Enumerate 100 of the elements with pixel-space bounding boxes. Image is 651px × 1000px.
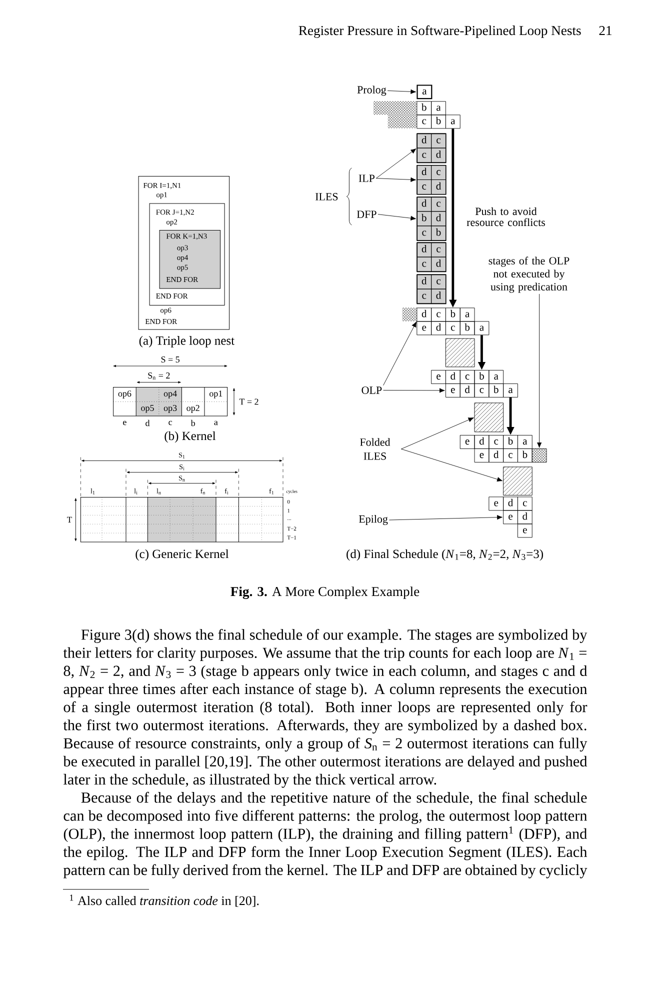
dimension-label: T xyxy=(67,516,72,522)
stage-cell: a xyxy=(416,84,432,100)
pattern-label: Prolog xyxy=(357,86,386,96)
operation-label: op4 xyxy=(164,390,177,398)
footnote: $^{1}$ Also called transition code in [20]. xyxy=(70,894,259,907)
stage-cell: c xyxy=(416,114,432,129)
stage-letter: b xyxy=(190,420,195,426)
leader-line xyxy=(537,294,542,448)
leader-line xyxy=(400,448,503,482)
stage-cell: b xyxy=(446,308,460,322)
stage-cell: d xyxy=(416,274,432,290)
running-head: Register Pressure in Software-Pipelined Loop Nests xyxy=(298,25,581,38)
stage-letter: e xyxy=(123,420,126,426)
stage-cell: b xyxy=(518,448,532,462)
leader-line xyxy=(388,515,502,520)
paragraph: Figure 3(d) shows the final schedule of our example. The stages are symbolized by their letters for clarity purposes. We assume that the trip counts for each loop are N$_{1}$ = 8, N$_{2}$ = 2, and N$_{3}$ = 3 (stage b appears only twice in each column, and stages c and d appear three times after each instance of stage b). A column represents the execution of a single outermost iteration (8 total). Both inner loops are represented only for the first two outermost iterations. Afterwards, they are symbolized by a dashed box. Because of resource constraints, only a group of S$_{n}$ = 2 outermost iterations can fully be executed in parallel [20,19]. The other outermost iterations are delayed and pushed later in the schedule, as illustrated by the thick vertical arrow. xyxy=(63,628,588,788)
stage-cell: a xyxy=(474,321,490,336)
subfigure-caption: (b) Kernel xyxy=(164,431,216,443)
stage-cell: e xyxy=(474,448,490,462)
stage-cell: d xyxy=(416,242,432,258)
leader-line xyxy=(376,177,416,182)
crosshatched-area xyxy=(388,114,417,128)
stage-letter: d xyxy=(146,420,150,426)
stage-cell: c xyxy=(431,165,446,180)
crosshatched-area xyxy=(532,448,547,462)
stage-cell: d xyxy=(503,496,518,511)
pattern-label: OLP xyxy=(362,386,382,394)
stage-cell: d xyxy=(416,308,432,322)
stage-cell: c xyxy=(431,308,446,322)
stage-cell: e xyxy=(460,435,475,449)
stage-cell: d xyxy=(431,288,446,304)
stage-cell: d xyxy=(431,256,446,272)
stage-cell: b xyxy=(503,435,518,449)
dimension-label: T = 2 xyxy=(239,398,258,405)
page-number: 21 xyxy=(599,26,612,35)
operation-label: op6 xyxy=(118,390,132,398)
hatched-box xyxy=(474,402,504,432)
stage-cell: c xyxy=(431,196,446,212)
stage-cell: d xyxy=(446,370,460,384)
stage-cell: b xyxy=(488,384,504,398)
pattern-label: ILP xyxy=(358,174,375,182)
stage-cell: d xyxy=(416,133,432,148)
stage-cell: d xyxy=(416,196,432,212)
stage-cell: d xyxy=(460,384,475,398)
dimension-label: S$_{n}$ = 2 xyxy=(148,372,170,380)
operation-label: op1 xyxy=(210,390,222,398)
crosshatched-area xyxy=(373,101,417,115)
stage-cell: d xyxy=(431,148,446,163)
stage-cell: c xyxy=(474,384,490,398)
leader-line xyxy=(400,418,474,450)
stage-cell: b xyxy=(474,370,490,384)
stage-cell: d xyxy=(518,510,532,524)
stage-cell: e xyxy=(488,496,504,511)
subfigure-caption: (c) Generic Kernel xyxy=(136,549,229,561)
pattern-label: DFP xyxy=(356,210,376,218)
stage-cell: c xyxy=(518,496,532,511)
stage-cell: c xyxy=(446,321,460,336)
pattern-label: ILES xyxy=(315,193,338,200)
stage-cell: c xyxy=(416,256,432,272)
stage-cell: c xyxy=(460,370,475,384)
stage-cell: a xyxy=(518,435,532,449)
pattern-label: Epilog xyxy=(358,515,388,525)
operation-label: op2 xyxy=(186,404,200,413)
leader-line xyxy=(383,388,445,393)
stage-cell: c xyxy=(416,180,432,194)
dimension-label: S = 5 xyxy=(161,356,180,363)
stage-cell: b xyxy=(416,101,432,116)
stage-cell: c xyxy=(431,242,446,258)
stage-cell: b xyxy=(416,211,432,226)
stage-cell: e xyxy=(431,370,446,384)
stage-cell: a xyxy=(460,308,475,322)
stage-cell: c xyxy=(431,274,446,290)
stage-cell: c xyxy=(416,226,432,241)
annotation: stages of the OLP not executed by using predication xyxy=(488,256,570,293)
annotation: Push to avoid resource conflicts xyxy=(466,207,545,226)
stage-cell: a xyxy=(446,114,460,129)
crosshatched-area xyxy=(402,308,417,322)
stage-cell: d xyxy=(431,211,446,226)
stage-cell: d xyxy=(474,435,490,449)
stage-cell: a xyxy=(503,384,518,398)
stage-cell: e xyxy=(446,384,460,398)
stage-cell: c xyxy=(416,148,432,163)
subfigure-caption: (d) Final Schedule (N$_{1}$=8, N$_{2}$=2, N$_{3}$=3) xyxy=(346,549,544,561)
hatched-box xyxy=(445,338,475,368)
stage-cell: a xyxy=(431,101,446,116)
stage-letter: c xyxy=(168,420,172,426)
stage-cell: c xyxy=(503,448,518,462)
operation-label: op3 xyxy=(164,404,177,413)
stage-cell: c xyxy=(431,133,446,148)
stage-cell: d xyxy=(431,321,446,336)
stage-cell: e xyxy=(416,321,432,336)
paragraph: Because of the delays and the repetitive nature of the schedule, the final schedule can be decomposed into five different patterns: the prolog, the outermost loop pattern (OLP), the innermost loop pattern (ILP), the draining and filling pattern$^{1}$ (DFP), and the epilog. The ILP and DFP form the Inner Loop Execution Segment (ILES). Each pattern can be fully derived from the kernel. The ILP and DFP are obtained by cyclicly xyxy=(63,792,588,878)
subfigure-caption: (a) Triple loop nest xyxy=(139,336,234,348)
stage-cell: d xyxy=(488,448,504,462)
hatched-box xyxy=(502,466,532,496)
stage-cell: e xyxy=(503,510,518,524)
leader-line xyxy=(387,89,416,94)
stage-cell: c xyxy=(416,288,432,304)
leader-line xyxy=(376,148,416,179)
leader-line xyxy=(383,322,417,386)
